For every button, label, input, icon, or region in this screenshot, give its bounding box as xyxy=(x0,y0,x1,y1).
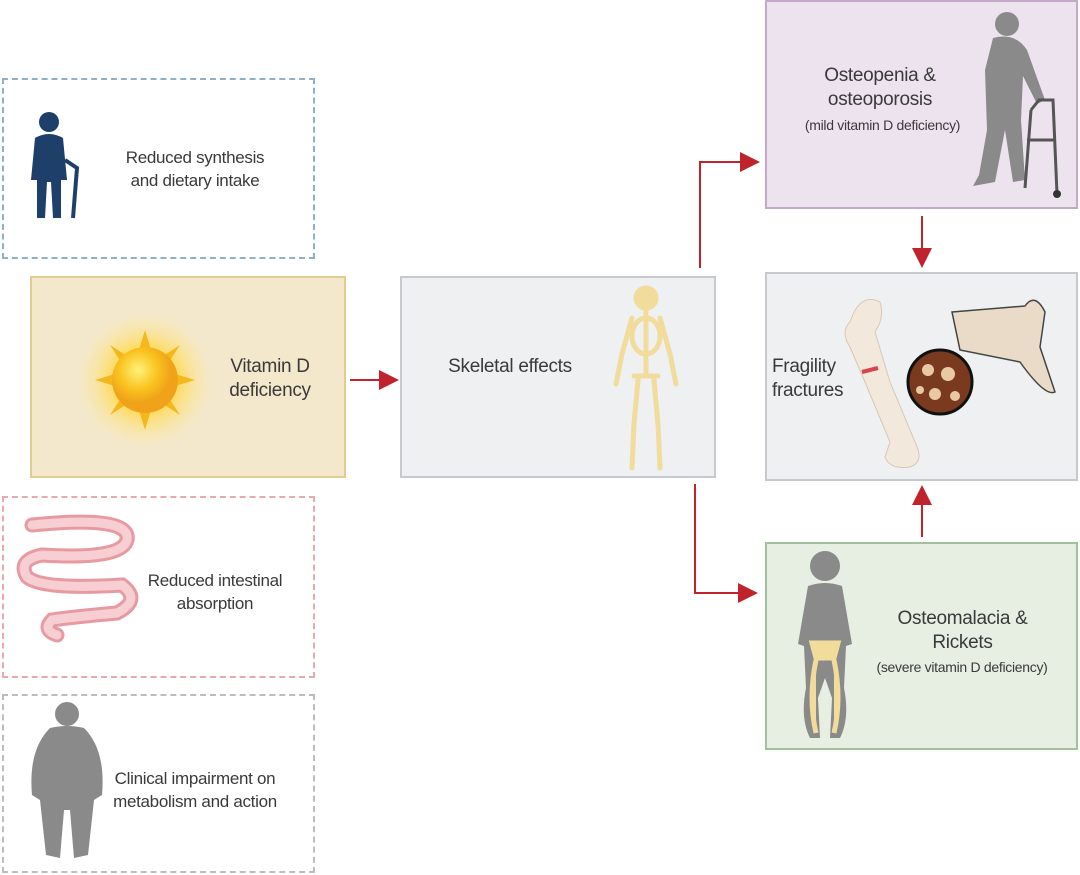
label-line: metabolism and action xyxy=(113,792,277,811)
label-line: Osteomalacia & xyxy=(897,608,1028,629)
cause-box-absorption xyxy=(2,496,315,678)
arrow-skeletal-to-osteomalacia xyxy=(694,484,758,603)
skeletal-effects-box xyxy=(400,276,716,478)
label-line: Osteopenia & xyxy=(824,65,936,86)
label-line: Reduced intestinal xyxy=(147,571,283,590)
label-line: fractures xyxy=(772,380,844,401)
label-line: Rickets xyxy=(932,632,993,653)
elderly-person-with-cane-icon xyxy=(31,112,80,219)
cause-label-synthesis: Reduced synthesis and dietary intake xyxy=(100,146,290,192)
cause-box-synthesis xyxy=(2,78,315,259)
fragility-fractures-label: Fragility fractures xyxy=(772,355,857,403)
cause-box-clinical xyxy=(2,694,315,873)
osteopenia-subtitle: (mild vitamin D deficiency) xyxy=(804,117,961,133)
vitamin-d-label: Vitamin D deficiency xyxy=(215,355,325,403)
fractured-bone-icon xyxy=(844,299,1056,468)
label-line: deficiency xyxy=(229,380,311,401)
label-line: and dietary intake xyxy=(130,171,260,190)
skeletal-effects-label: Skeletal effects xyxy=(448,356,572,377)
arrow-skeletal-to-osteopenia xyxy=(699,152,760,268)
sun-icon xyxy=(77,312,213,448)
osteomalacia-subtitle: (severe vitamin D deficiency) xyxy=(876,659,1048,675)
label-line: Clinical impairment on xyxy=(114,769,276,788)
cause-label-clinical: Clinical impairment on metabolism and act… xyxy=(100,767,290,813)
osteopenia-label: Osteopenia & osteoporosis xyxy=(790,64,970,112)
osteomalacia-label: Osteomalacia & Rickets xyxy=(880,607,1045,655)
label-line: Vitamin D xyxy=(230,356,310,377)
label-line: Reduced synthesis xyxy=(125,148,265,167)
skeleton-icon xyxy=(613,285,679,471)
label-line: osteoporosis xyxy=(827,89,933,110)
obese-person-icon xyxy=(31,702,103,858)
intestine-icon xyxy=(16,514,139,643)
child-bowed-legs-icon xyxy=(798,551,852,738)
elderly-person-with-walker-icon xyxy=(973,12,1061,198)
cause-label-absorption: Reduced intestinal absorption xyxy=(140,569,290,615)
label-line: Fragility xyxy=(772,356,836,377)
label-line: absorption xyxy=(176,594,254,613)
